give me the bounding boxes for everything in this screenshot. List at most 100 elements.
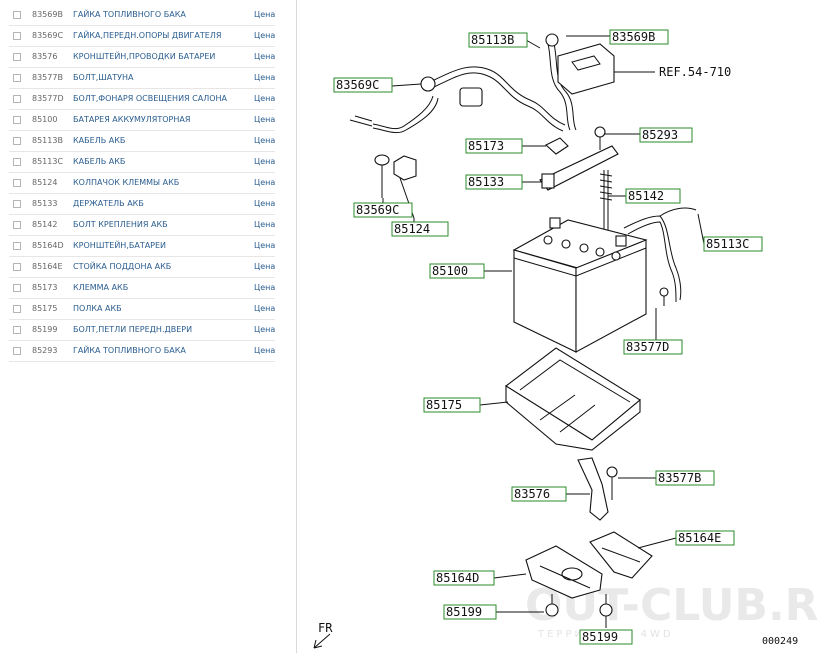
callout-83577b[interactable]: 83577B <box>655 470 715 486</box>
part-name-link[interactable]: БАТАРЕЯ АККУМУЛЯТОРНАЯ <box>73 115 191 124</box>
cable-85113b-drawing <box>349 33 655 134</box>
callout-83569b[interactable]: 83569B <box>609 29 669 45</box>
price-link[interactable]: Цена <box>254 136 276 145</box>
price-link[interactable]: Цена <box>254 220 276 229</box>
part-checkbox[interactable] <box>13 179 21 187</box>
part-name-link[interactable]: ГАЙКА ТОПЛИВНОГО БАКА <box>73 346 186 355</box>
part-checkbox[interactable] <box>13 137 21 145</box>
part-checkbox[interactable] <box>13 95 21 103</box>
price-link[interactable]: Цена <box>254 325 276 334</box>
callout-85133[interactable]: 85133 <box>465 174 523 190</box>
part-checkbox[interactable] <box>13 242 21 250</box>
callout-label: 85133 <box>468 175 504 189</box>
part-checkbox[interactable] <box>13 74 21 82</box>
price-link[interactable]: Цена <box>254 73 276 82</box>
callout-83577d[interactable]: 83577D <box>623 339 683 355</box>
part-name-link[interactable]: ГАЙКА ТОПЛИВНОГО БАКА <box>73 10 186 19</box>
part-checkbox[interactable] <box>13 11 21 19</box>
callout-label: 85113C <box>706 237 749 251</box>
part-row: 83576 КРОНШТЕЙН,ПРОВОДКИ БАТАРЕИ Цена <box>9 47 275 68</box>
price-link[interactable]: Цена <box>254 283 276 292</box>
part-name-link[interactable]: ГАЙКА,ПЕРЕДН.ОПОРЫ ДВИГАТЕЛЯ <box>73 31 222 40</box>
price-link[interactable]: Цена <box>254 31 276 40</box>
part-name-link[interactable]: СТОЙКА ПОДДОНА АКБ <box>73 262 172 271</box>
callout-83576[interactable]: 83576 <box>511 486 567 502</box>
callout-83569c-top[interactable]: 83569C <box>333 77 393 93</box>
callout-85113b[interactable]: 85113B <box>468 32 528 48</box>
part-name-link[interactable]: КЛЕММА АКБ <box>73 283 129 292</box>
callout-85293[interactable]: 85293 <box>639 127 693 143</box>
part-code: 85293 <box>32 346 58 355</box>
part-name-link[interactable]: БОЛТ КРЕПЛЕНИЯ АКБ <box>73 220 168 229</box>
part-name-link[interactable]: КАБЕЛЬ АКБ <box>73 157 126 166</box>
part-checkbox[interactable] <box>13 221 21 229</box>
callout-85199-left[interactable]: 85199 <box>443 604 497 620</box>
part-name-link[interactable]: КОЛПАЧОК КЛЕММЫ АКБ <box>73 178 180 187</box>
battery-tray-drawing <box>505 347 641 451</box>
part-row: 85142 БОЛТ КРЕПЛЕНИЯ АКБ Цена <box>9 215 275 236</box>
part-checkbox[interactable] <box>13 200 21 208</box>
part-name-link[interactable]: БОЛТ,ФОНАРЯ ОСВЕЩЕНИЯ САЛОНА <box>73 94 228 103</box>
part-checkbox[interactable] <box>13 32 21 40</box>
part-checkbox[interactable] <box>13 347 21 355</box>
price-link[interactable]: Цена <box>254 52 276 61</box>
callout-label: 83577B <box>658 471 701 485</box>
callout-label: 85100 <box>432 264 468 278</box>
price-link[interactable]: Цена <box>254 346 276 355</box>
callout-85175[interactable]: 85175 <box>423 397 481 413</box>
price-link[interactable]: Цена <box>254 157 276 166</box>
part-checkbox[interactable] <box>13 116 21 124</box>
cable-85113c-drawing <box>623 207 697 306</box>
price-link[interactable]: Цена <box>254 10 276 19</box>
part-name-link[interactable]: БОЛТ,ПЕТЛИ ПЕРЕДН.ДВЕРИ <box>73 325 193 334</box>
part-checkbox[interactable] <box>13 326 21 334</box>
price-link[interactable]: Цена <box>254 241 276 250</box>
part-checkbox[interactable] <box>13 53 21 61</box>
price-link[interactable]: Цена <box>254 94 276 103</box>
part-name-link[interactable]: КАБЕЛЬ АКБ <box>73 136 126 145</box>
part-code: 85164D <box>32 241 64 250</box>
battery-holder-drawing <box>539 126 619 234</box>
part-checkbox[interactable] <box>13 284 21 292</box>
callout-85124[interactable]: 85124 <box>391 221 449 237</box>
part-checkbox[interactable] <box>13 158 21 166</box>
price-link[interactable]: Цена <box>254 178 276 187</box>
part-code: 85113B <box>32 136 63 145</box>
callout-label: 85113B <box>471 33 514 47</box>
part-code: 85142 <box>32 220 58 229</box>
price-link[interactable]: Цена <box>254 304 276 313</box>
part-name-link[interactable]: КРОНШТЕЙН,ПРОВОДКИ БАТАРЕИ <box>73 52 216 61</box>
callout-label: 85173 <box>468 139 504 153</box>
callout-83569c-low[interactable]: 83569C <box>353 202 413 218</box>
callout-85164e[interactable]: 85164E <box>675 530 735 546</box>
callout-85100[interactable]: 85100 <box>429 263 485 279</box>
part-name-link[interactable]: КРОНШТЕЙН,БАТАРЕИ <box>73 241 167 250</box>
leader-lines <box>382 35 705 628</box>
part-name-link[interactable]: ПОЛКА АКБ <box>73 304 122 313</box>
price-link[interactable]: Цена <box>254 262 276 271</box>
reference-text: REF.54-710 <box>659 65 731 79</box>
callout-85173[interactable]: 85173 <box>465 138 523 154</box>
part-checkbox[interactable] <box>13 305 21 313</box>
part-checkbox[interactable] <box>13 263 21 271</box>
callout-85199-bottom[interactable]: 85199 <box>579 629 633 645</box>
part-code: 83576 <box>32 52 58 61</box>
callout-label: 83576 <box>514 487 550 501</box>
callout-85142[interactable]: 85142 <box>625 188 681 204</box>
part-row: 85164D КРОНШТЕЙН,БАТАРЕИ Цена <box>9 236 275 257</box>
part-name-link[interactable]: БОЛТ,ШАТУНА <box>73 73 134 82</box>
price-link[interactable]: Цена <box>254 115 276 124</box>
lower-bracket-drawing <box>577 457 618 521</box>
part-name-link[interactable]: ДЕРЖАТЕЛЬ АКБ <box>73 199 144 208</box>
callout-85113c[interactable]: 85113C <box>703 236 763 252</box>
price-link[interactable]: Цена <box>254 199 276 208</box>
callout-85164d[interactable]: 85164D <box>433 570 495 586</box>
callout-label: 85293 <box>642 128 678 142</box>
